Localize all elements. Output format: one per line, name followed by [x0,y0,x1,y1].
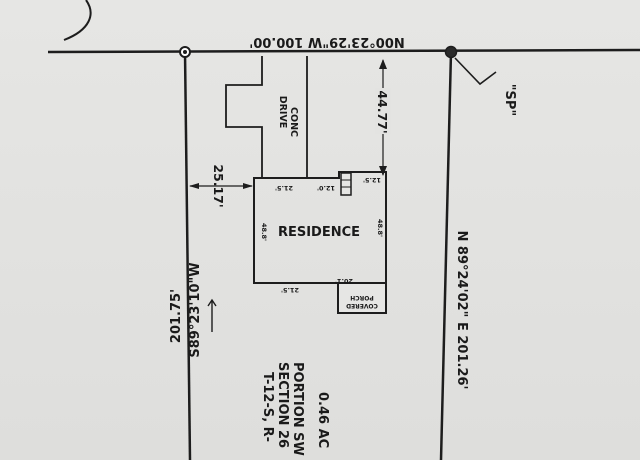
north-bearing-label: N00°23'29"W 100.00' [249,34,404,49]
sp-label: "SP" [502,84,517,116]
north-distance-label: 44.77' [375,90,390,133]
east-bearing-label: N 89°24'02" E 201.26' [454,230,469,389]
west-dimension-arrow-left [189,183,199,189]
portion-label: PORTION SW [290,362,305,456]
drive-label-line2: DRIVE [277,96,288,129]
west-dimension-arrow-right [243,183,253,189]
north-dimension-arrow-top [379,59,387,69]
west-boundary-line [183,51,192,460]
north-dimension-gap [375,88,391,134]
section-label: SECTION 26 [275,362,290,448]
north-boundary-line [47,48,640,54]
dim-right: 48.8' [376,219,384,237]
dim-top-left: 21.5' [275,184,293,192]
utility-box [340,172,352,196]
porch-label-line2: PORCH [350,294,374,301]
township-label: T-12-S, R- [260,372,275,442]
sp-leader-line [454,57,497,86]
east-corner-marker [444,45,458,59]
west-distance-label: 201.75' [169,289,184,343]
west-bearing-label: S89°23'10"W [188,262,203,357]
dim-bottom-left: 21.5' [281,286,299,294]
dim-left: 48.8' [260,223,268,241]
west-bearing-arrow [207,298,217,332]
dim-bottom-right: 20.1' [335,277,353,285]
dim-top-mid: 12.0' [317,184,335,192]
curve-boundary [63,0,92,41]
west-distance-dim-label: 25.17' [211,164,226,207]
acreage-label: 0.46 AC [315,392,330,448]
residence-label: RESIDENCE [278,225,360,240]
west-corner-dot [183,50,187,54]
porch-label-line1: COVERED [346,302,378,309]
dim-top-right: 12.5' [363,176,381,184]
residence-footprint [253,171,387,284]
covered-porch [337,282,387,314]
concrete-drive-outline [225,56,308,178]
east-boundary-line [439,51,453,460]
drive-label-line1: CONC [288,107,299,137]
